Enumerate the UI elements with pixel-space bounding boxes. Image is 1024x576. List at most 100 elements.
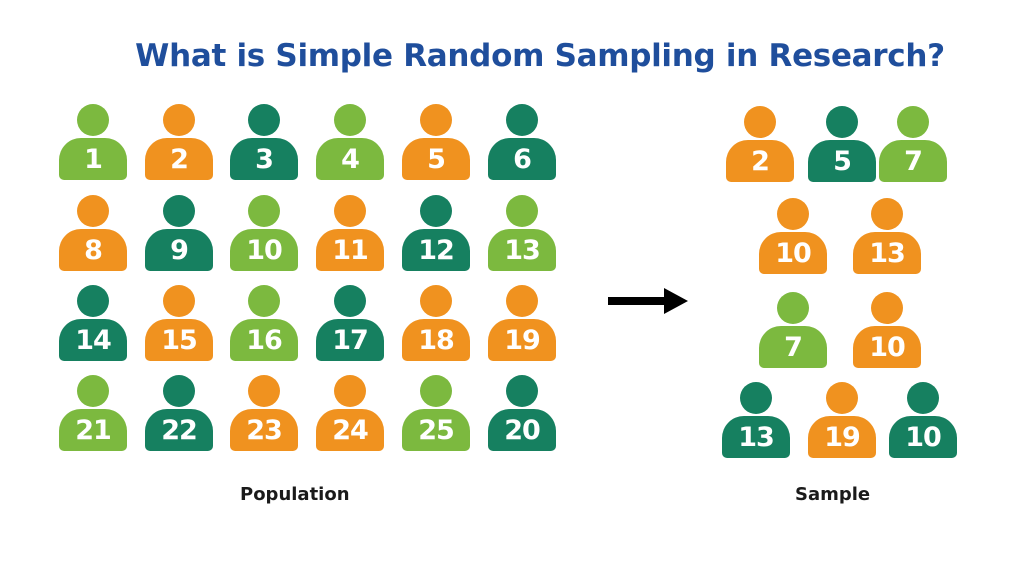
person-head-icon [163,104,195,136]
person-number: 13 [853,232,921,274]
person-number: 2 [145,138,213,180]
person-number: 8 [59,229,127,271]
person-head-icon [420,104,452,136]
person-head-icon [334,285,366,317]
arrow-right-icon [608,288,688,314]
person-head-icon [506,375,538,407]
person-number: 6 [488,138,556,180]
person-number: 9 [145,229,213,271]
population-person: 10 [228,195,300,275]
population-person: 9 [143,195,215,275]
person-head-icon [163,195,195,227]
population-person: 22 [143,375,215,455]
sample-person: 7 [877,106,949,186]
person-number: 10 [230,229,298,271]
person-number: 19 [488,319,556,361]
person-head-icon [248,375,280,407]
person-number: 5 [402,138,470,180]
person-head-icon [740,382,772,414]
person-number: 19 [808,416,876,458]
population-person: 21 [57,375,129,455]
person-head-icon [248,104,280,136]
person-head-icon [506,285,538,317]
person-head-icon [334,195,366,227]
person-head-icon [163,285,195,317]
person-number: 25 [402,409,470,451]
person-number: 14 [59,319,127,361]
person-head-icon [506,104,538,136]
sample-person: 2 [724,106,796,186]
person-number: 15 [145,319,213,361]
population-label: Population [240,484,350,505]
person-head-icon [871,198,903,230]
person-number: 4 [316,138,384,180]
population-person: 14 [57,285,129,365]
person-number: 7 [879,140,947,182]
person-head-icon [420,195,452,227]
person-number: 23 [230,409,298,451]
person-head-icon [871,292,903,324]
person-number: 13 [488,229,556,271]
sample-person: 13 [720,382,792,462]
sample-label: Sample [795,484,871,505]
person-head-icon [506,195,538,227]
person-head-icon [248,285,280,317]
person-number: 7 [759,326,827,368]
person-number: 21 [59,409,127,451]
population-person: 16 [228,285,300,365]
person-number: 10 [889,416,957,458]
sample-person: 7 [757,292,829,372]
person-head-icon [334,375,366,407]
person-number: 13 [722,416,790,458]
population-person: 25 [400,375,472,455]
population-person: 2 [143,104,215,184]
person-head-icon [77,285,109,317]
person-number: 10 [759,232,827,274]
person-number: 3 [230,138,298,180]
person-number: 17 [316,319,384,361]
person-head-icon [907,382,939,414]
population-person: 8 [57,195,129,275]
person-head-icon [77,104,109,136]
person-number: 24 [316,409,384,451]
person-number: 22 [145,409,213,451]
population-person: 5 [400,104,472,184]
person-head-icon [420,285,452,317]
person-number: 11 [316,229,384,271]
population-person: 15 [143,285,215,365]
person-head-icon [826,382,858,414]
person-number: 12 [402,229,470,271]
population-person: 24 [314,375,386,455]
person-number: 2 [726,140,794,182]
person-head-icon [744,106,776,138]
person-head-icon [897,106,929,138]
sample-person: 13 [851,198,923,278]
population-person: 13 [486,195,558,275]
person-head-icon [420,375,452,407]
person-head-icon [77,195,109,227]
sample-person: 10 [887,382,959,462]
population-person: 23 [228,375,300,455]
sample-person: 10 [851,292,923,372]
person-number: 20 [488,409,556,451]
population-person: 17 [314,285,386,365]
population-person: 1 [57,104,129,184]
sample-person: 10 [757,198,829,278]
population-person: 3 [228,104,300,184]
person-number: 5 [808,140,876,182]
population-person: 6 [486,104,558,184]
person-number: 18 [402,319,470,361]
person-head-icon [777,198,809,230]
sample-person: 5 [806,106,878,186]
person-number: 16 [230,319,298,361]
person-number: 1 [59,138,127,180]
person-head-icon [77,375,109,407]
person-head-icon [163,375,195,407]
person-head-icon [777,292,809,324]
person-head-icon [334,104,366,136]
population-person: 20 [486,375,558,455]
population-person: 4 [314,104,386,184]
population-person: 12 [400,195,472,275]
population-person: 18 [400,285,472,365]
sample-person: 19 [806,382,878,462]
